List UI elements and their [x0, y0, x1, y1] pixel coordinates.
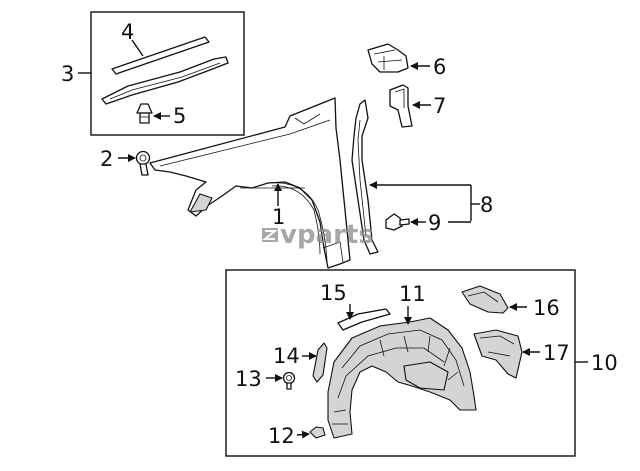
callout-17: 17 — [543, 341, 570, 365]
callout-16: 16 — [533, 296, 560, 320]
wheelhouse-liner-part-11 — [327, 306, 477, 439]
bracket-part-14 — [302, 342, 328, 383]
front-fender-part-1 — [149, 97, 351, 269]
callout-7: 7 — [433, 94, 446, 118]
callout-2: 2 — [100, 147, 113, 171]
screw-part-9 — [385, 213, 471, 231]
clip-part-5 — [136, 103, 170, 124]
callout-11: 11 — [399, 282, 426, 306]
callout-12: 12 — [268, 424, 295, 448]
watermark: vparts — [262, 220, 374, 250]
bracket-part-6 — [367, 43, 430, 73]
pillar-seal-part-8 — [351, 99, 480, 255]
callout-4: 4 — [121, 20, 134, 44]
callout-10: 10 — [591, 351, 618, 375]
clip-part-12 — [296, 426, 326, 439]
push-clip-part-13 — [266, 371, 296, 390]
fender-seal-strip — [101, 56, 229, 105]
group-box-3 — [78, 11, 245, 136]
callout-13: 13 — [235, 367, 262, 391]
bracket-part-7 — [389, 84, 431, 128]
shield-part-16 — [461, 285, 527, 314]
callout-15: 15 — [320, 281, 347, 305]
trim-strip-part-15 — [337, 304, 391, 331]
bolt-part-2 — [118, 150, 151, 176]
watermark-text: vparts — [280, 220, 374, 250]
callout-9: 9 — [428, 211, 441, 235]
callout-6: 6 — [433, 55, 446, 79]
fender-moulding-part-4 — [111, 36, 210, 75]
callout-14: 14 — [273, 344, 300, 368]
group-box-10 — [225, 269, 588, 457]
callout-5: 5 — [173, 104, 186, 128]
callout-3: 3 — [61, 62, 74, 86]
watermark-logo-icon — [262, 228, 278, 242]
callout-8: 8 — [480, 193, 493, 217]
shield-part-17 — [473, 329, 540, 379]
callout-1: 1 — [272, 205, 285, 229]
